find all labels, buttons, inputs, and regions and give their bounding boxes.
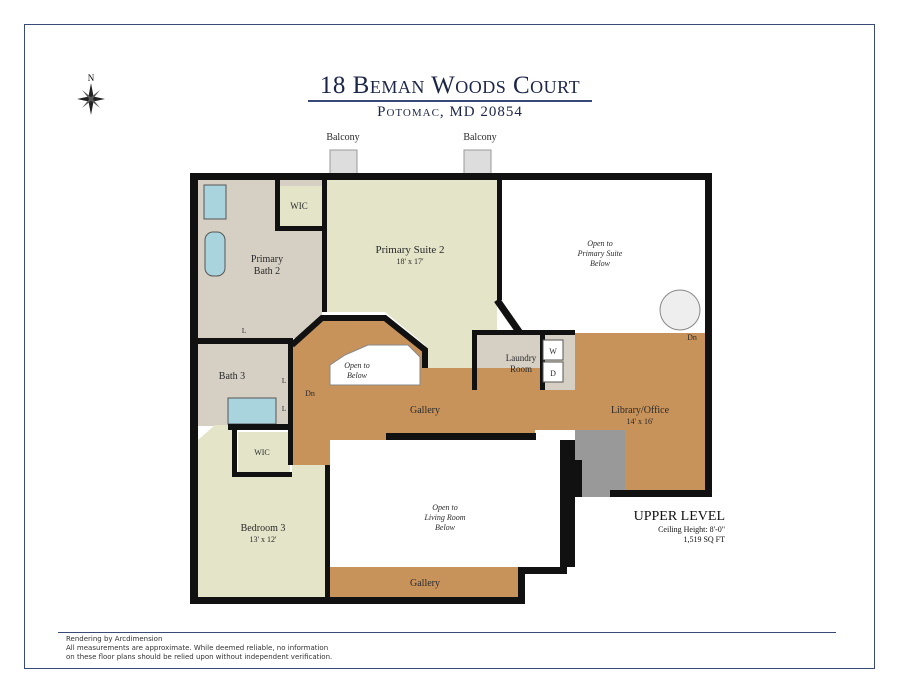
primary-suite-floor	[322, 180, 497, 368]
stair-open-label-2: Below	[347, 371, 368, 380]
spiral-down-label: Dn	[687, 333, 697, 342]
laundry-label-2: Room	[510, 364, 532, 374]
open-primary-label-2: Primary Suite	[577, 249, 623, 258]
square-footage: 1,519 SQ FT	[683, 535, 725, 544]
dryer-label: D	[550, 369, 556, 378]
level-info: UPPER LEVEL Ceiling Height: 8'-0" 1,519 …	[634, 509, 725, 545]
bath3-shower	[227, 397, 277, 425]
primary-suite-dims: 18' x 17'	[397, 257, 424, 266]
stair-open-below	[329, 344, 421, 386]
wic-lower-floor	[238, 432, 290, 472]
open-primary-label-3: Below	[590, 259, 611, 268]
rendering-credit: Rendering by Arcdimension	[66, 635, 163, 643]
spiral-stair	[659, 289, 701, 331]
stair-open-label: Open to	[344, 361, 370, 370]
gallery-upper-label: Gallery	[410, 405, 440, 416]
disclaimer-line-1: All measurements are approximate. While …	[66, 644, 329, 652]
level-name: UPPER LEVEL	[633, 509, 725, 524]
wic-top-floor	[278, 186, 322, 226]
wic-top-label: WIC	[290, 201, 308, 211]
bedroom3-label: Bedroom 3	[241, 523, 286, 534]
property-title: 18 Beman Woods Court	[319, 72, 581, 99]
dryer	[542, 361, 564, 383]
open-primary-label: Open to	[587, 239, 613, 248]
open-living-label: Open to	[432, 503, 458, 512]
washer	[542, 339, 564, 361]
open-to-living-room	[330, 440, 560, 567]
north-label: N	[88, 73, 95, 83]
walls	[190, 173, 712, 604]
compass-rose-icon: N	[77, 73, 105, 115]
library-dims: 14' x 16'	[627, 417, 654, 426]
bath3-label: Bath 3	[219, 371, 245, 382]
laundry-label: Laundry	[506, 353, 537, 363]
primary-suite-label: Primary Suite 2	[375, 244, 444, 256]
library-label: Library/Office	[611, 405, 670, 416]
stair-down-label: Dn	[305, 389, 315, 398]
primary-bath-label-2: Bath 2	[254, 266, 280, 277]
property-location: Potomac, MD 20854	[377, 104, 523, 120]
linen-label: L	[282, 377, 286, 385]
ceiling-height: Ceiling Height: 8'-0"	[658, 525, 725, 534]
linen-label: L	[242, 327, 246, 335]
linen-label: L	[282, 405, 286, 413]
wic-lower-label: WIC	[254, 448, 270, 457]
footer-divider	[58, 632, 836, 633]
primary-bath-label: Primary	[251, 254, 283, 265]
balcony-right	[463, 149, 492, 176]
open-living-label-2: Living Room	[423, 513, 465, 522]
page-border	[24, 24, 875, 669]
library-built-in	[575, 430, 625, 497]
bedroom3-dims: 13' x 12'	[250, 535, 277, 544]
gallery-lower-floor	[330, 567, 518, 597]
bath2-shower	[203, 184, 227, 220]
gallery-lower-label: Gallery	[410, 578, 440, 589]
balcony-left	[329, 149, 358, 176]
open-living-label-3: Below	[435, 523, 456, 532]
title-underline	[308, 100, 592, 102]
footer: Rendering by Arcdimension All measuremen…	[66, 635, 332, 662]
washer-label: W	[549, 347, 557, 356]
bedroom3-floor	[198, 425, 330, 597]
disclaimer-line-2: on these floor plans should be relied up…	[66, 653, 333, 661]
balcony-right-label: Balcony	[463, 132, 496, 143]
balcony-left-label: Balcony	[326, 132, 359, 143]
open-to-primary-suite	[497, 180, 705, 333]
bath2-tub	[204, 231, 226, 277]
